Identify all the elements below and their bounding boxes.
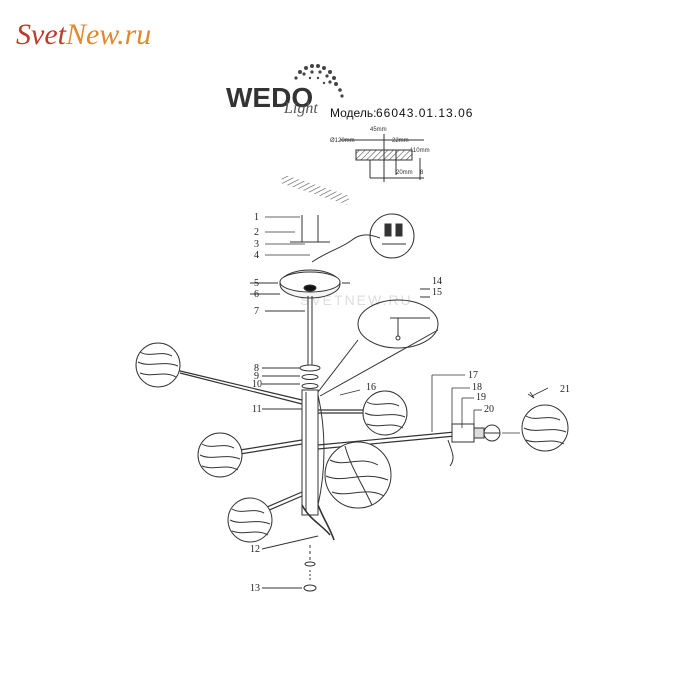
cable-end xyxy=(262,545,317,592)
leaders-1-4 xyxy=(265,216,310,256)
ceiling-hatch xyxy=(280,174,350,205)
watermark: SVETNEW.RU xyxy=(300,292,413,308)
wire-detail-callout xyxy=(369,213,415,259)
part-number-6: 6 xyxy=(254,289,259,300)
lamp-holder xyxy=(447,423,485,467)
canopy-detail-drawing xyxy=(340,134,424,182)
part-number-4: 4 xyxy=(254,250,259,261)
part-number-5: 5 xyxy=(254,278,259,289)
dim-height-b: 110mm xyxy=(410,148,430,154)
part-number-2: 2 xyxy=(254,227,259,238)
screw-detail-callout xyxy=(317,288,439,397)
part-number-3: 3 xyxy=(254,239,259,250)
part-number-20: 20 xyxy=(484,404,494,415)
shades xyxy=(135,342,569,543)
part-number-1: 1 xyxy=(254,212,259,223)
part-number-18: 18 xyxy=(472,382,482,393)
part-number-10: 10 xyxy=(252,379,262,390)
shade-top-left xyxy=(135,342,181,388)
bulb-icon xyxy=(483,424,501,442)
part-number-8: 8 xyxy=(254,363,259,374)
part-number-9: 9 xyxy=(254,371,259,382)
dim-diameter: Ø120mm xyxy=(330,138,355,144)
part-number-17: 17 xyxy=(468,370,478,381)
site-logo: SvetNew.ru xyxy=(16,18,152,51)
shade-center-right xyxy=(362,390,408,436)
part-numbers: 1 2 3 4 5 6 7 8 9 10 11 12 13 14 15 16 1… xyxy=(250,212,570,594)
part-number-7: 7 xyxy=(254,306,259,317)
model-label: Модель: xyxy=(330,106,377,120)
brand-logo: WEDO xyxy=(226,82,314,113)
leaders-16-21 xyxy=(339,374,549,432)
stem xyxy=(265,296,313,370)
part-number-14: 14 xyxy=(432,276,442,287)
part-number-13: 13 xyxy=(250,583,260,594)
shade-center xyxy=(324,441,392,509)
part-number-11: 11 xyxy=(252,404,262,415)
shade-left-middle xyxy=(197,432,243,478)
part-number-12: 12 xyxy=(250,544,260,555)
part-number-19: 19 xyxy=(476,392,486,403)
part-number-15: 15 xyxy=(432,287,442,298)
dim-small: 8 xyxy=(420,170,424,176)
dim-width: 45mm xyxy=(370,127,387,133)
mounting-screws xyxy=(290,215,381,263)
part-number-16: 16 xyxy=(366,382,376,393)
brand-logo-sub: Light xyxy=(284,100,318,117)
shade-bottom-left xyxy=(227,497,273,543)
dim-height-a: 22mm xyxy=(392,138,409,144)
shade-exploded-right xyxy=(521,404,569,452)
central-body xyxy=(261,364,335,550)
dim-depth: 20mm xyxy=(396,170,413,176)
brand-swirl-icon xyxy=(294,64,344,98)
canopy xyxy=(250,269,350,299)
part-number-21: 21 xyxy=(560,384,570,395)
model-number: 66043.01.13.06 xyxy=(376,106,474,120)
